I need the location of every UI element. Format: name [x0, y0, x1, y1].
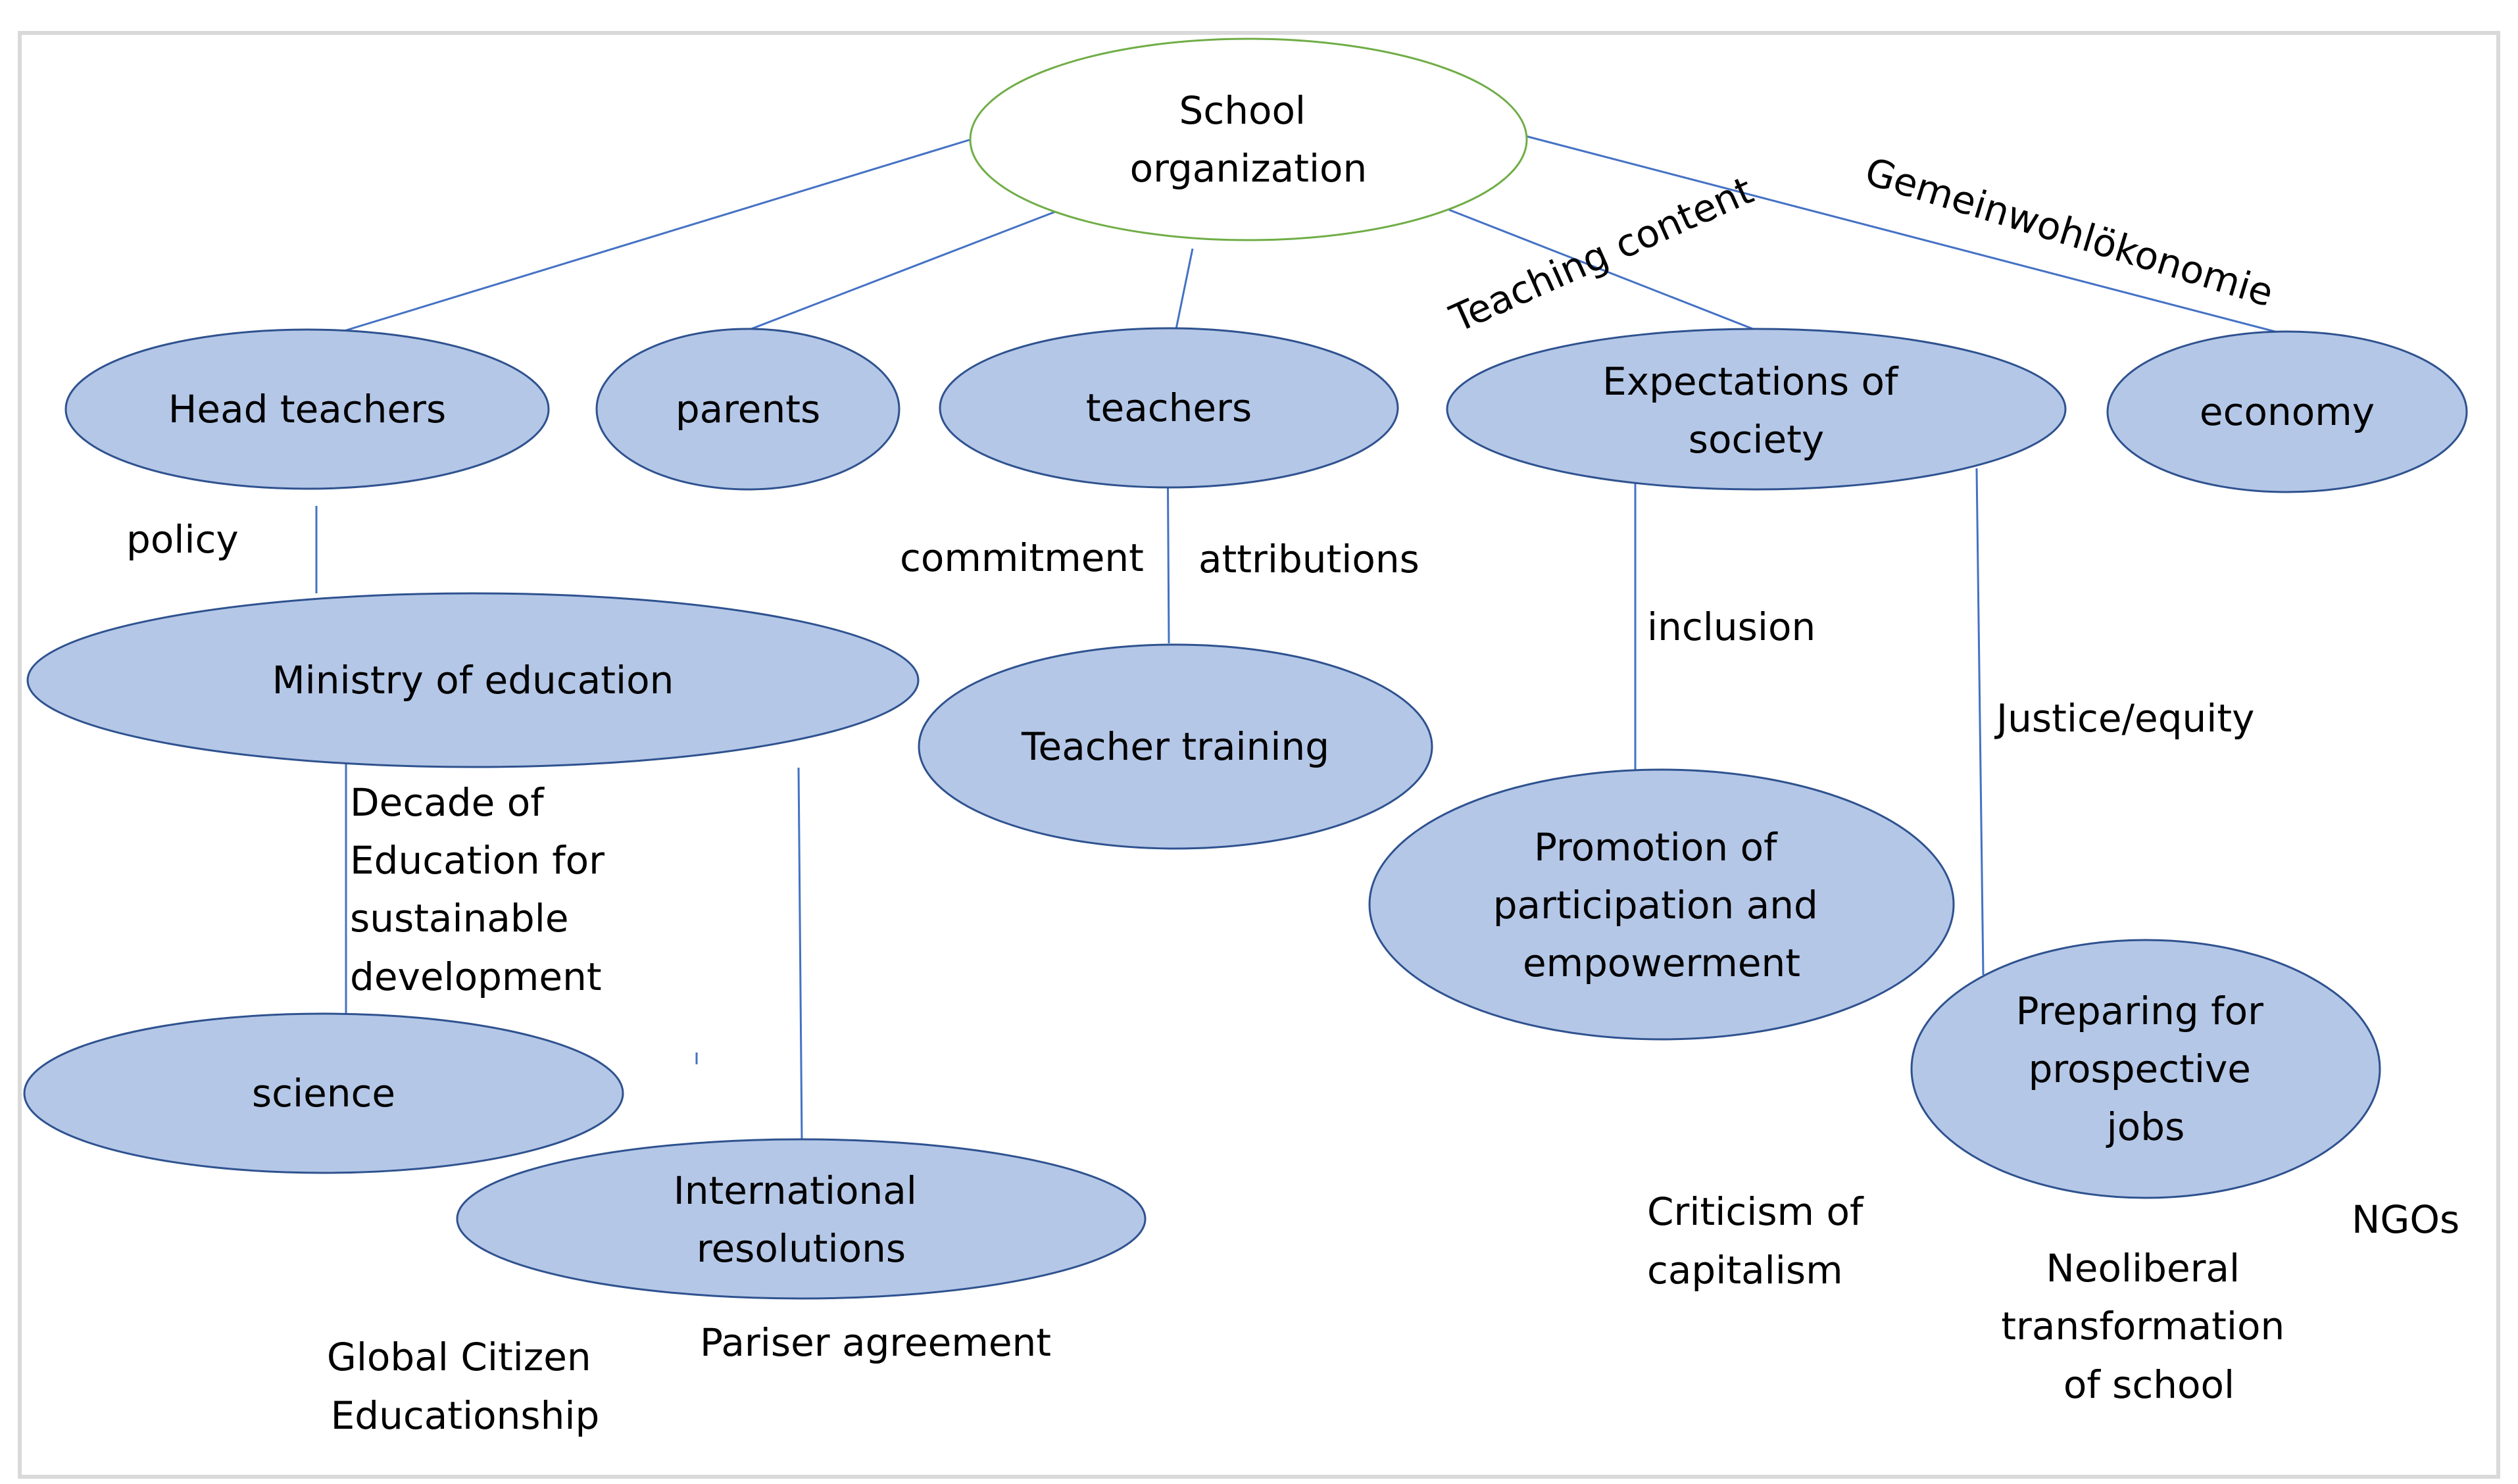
node-expectations-label: Expectations of society: [1602, 359, 1910, 462]
connectors: [315, 130, 2286, 1142]
node-teachers-label: teachers: [1086, 385, 1252, 430]
edge-label-decade: Decade of Education for sustainable deve…: [350, 780, 616, 999]
node-teacher-training-ellipse: [918, 643, 1433, 850]
edge-root-expectations: [1445, 207, 1757, 332]
edge-label-commitment: commitment: [900, 535, 1144, 580]
node-economy-ellipse: [2106, 330, 2468, 493]
edge-root-head-teachers: [335, 138, 972, 335]
node-teacher-training-label: Teacher training: [1021, 724, 1329, 769]
node-promotion-line-3: empowerment: [1523, 941, 1800, 985]
free-label-neoliberal-line-3: of school: [2063, 1362, 2234, 1407]
node-expectations-line-2: society: [1689, 417, 1824, 462]
node-parents-label: parents: [676, 387, 820, 432]
node-preparing-ellipse: [1910, 939, 2381, 1199]
node-international-line-2: resolutions: [697, 1226, 906, 1271]
free-label-ngos: NGOs: [2352, 1197, 2459, 1242]
edge-label-policy: policy: [126, 517, 239, 562]
free-label-neoliberal: Neoliberal transformation of school: [2001, 1246, 2296, 1407]
node-promotion: Promotion of participation and empowerme…: [1368, 768, 1955, 1041]
free-labels: Criticism of capitalism NGOs Neoliberal …: [327, 1189, 2459, 1438]
edge-label-inclusion: inclusion: [1647, 605, 1815, 649]
free-label-global-line-2: Educationship: [331, 1393, 600, 1438]
edge-label-decade-line-3: sustainable: [350, 896, 569, 941]
node-teachers: teachers: [939, 327, 1399, 489]
edge-root-parents: [751, 210, 1056, 330]
node-preparing: Preparing for prospective jobs: [1910, 939, 2381, 1199]
node-international-label: International resolutions: [674, 1168, 929, 1271]
node-preparing-line-2: prospective: [2029, 1047, 2251, 1091]
node-expectations-line-1: Expectations of: [1602, 359, 1899, 404]
edge-label-justice: Justice/equity: [1994, 696, 2255, 741]
node-ministry: Ministry of education: [26, 592, 920, 768]
node-head-teachers-label: Head teachers: [168, 387, 446, 432]
node-promotion-ellipse: [1368, 768, 1955, 1041]
edge-root-economy: [1508, 130, 2286, 335]
node-expectations-ellipse: [1446, 328, 2067, 491]
node-science-label: science: [252, 1071, 395, 1116]
node-preparing-label: Preparing for prospective jobs: [2016, 989, 2276, 1149]
node-head-teachers-ellipse: [64, 328, 550, 490]
node-parents-ellipse: [595, 328, 901, 491]
node-international-line-1: International: [674, 1168, 917, 1213]
node-ministry-label: Ministry of education: [272, 658, 674, 703]
root-node-line-1: School: [1179, 88, 1306, 133]
edge-label-decade-line-2: Education for: [350, 838, 605, 883]
node-science: science: [23, 1012, 624, 1174]
node-ministry-ellipse: [26, 592, 920, 768]
free-label-neoliberal-line-1: Neoliberal: [2046, 1246, 2240, 1291]
free-label-global: Global Citizen Educationship: [327, 1335, 603, 1438]
node-economy: economy: [2106, 330, 2468, 493]
free-label-criticism: Criticism of capitalism: [1647, 1189, 1875, 1293]
free-label-criticism-line-2: capitalism: [1647, 1248, 1843, 1293]
node-promotion-line-2: participation and: [1493, 883, 1818, 928]
node-teacher-training: Teacher training: [918, 643, 1433, 850]
root-node-ellipse: [969, 37, 1528, 241]
node-promotion-line-1: Promotion of: [1534, 825, 1778, 870]
node-head-teachers: Head teachers: [64, 328, 550, 490]
root-node-line-2: organization: [1130, 146, 1368, 191]
edge-root-teachers: [1175, 248, 1194, 330]
free-label-global-line-1: Global Citizen: [327, 1335, 591, 1379]
node-parents: parents: [595, 328, 901, 491]
node-international: International resolutions: [456, 1138, 1147, 1300]
free-label-criticism-line-1: Criticism of: [1647, 1189, 1864, 1234]
edge-ministry-international: [797, 767, 803, 1142]
node-international-ellipse: [456, 1138, 1147, 1300]
node-expectations: Expectations of society: [1446, 328, 2067, 491]
node-preparing-line-3: jobs: [2106, 1104, 2185, 1149]
root-node-label: School organization: [1130, 88, 1368, 191]
free-label-pariser: Pariser agreement: [700, 1320, 1051, 1365]
edge-expectations-preparing: [1975, 468, 1985, 976]
node-science-ellipse: [23, 1012, 624, 1174]
root-node: School organization: [969, 37, 1528, 241]
node-preparing-line-1: Preparing for: [2016, 989, 2263, 1033]
node-teachers-ellipse: [939, 327, 1399, 489]
node-promotion-label: Promotion of participation and empowerme…: [1493, 825, 1831, 985]
free-label-neoliberal-line-2: transformation: [2001, 1304, 2284, 1348]
node-economy-label: economy: [2200, 389, 2375, 434]
edge-label-decade-line-1: Decade of: [350, 780, 545, 825]
edge-label-attributions: attributions: [1198, 537, 1419, 581]
edge-label-decade-line-4: development: [350, 954, 602, 999]
